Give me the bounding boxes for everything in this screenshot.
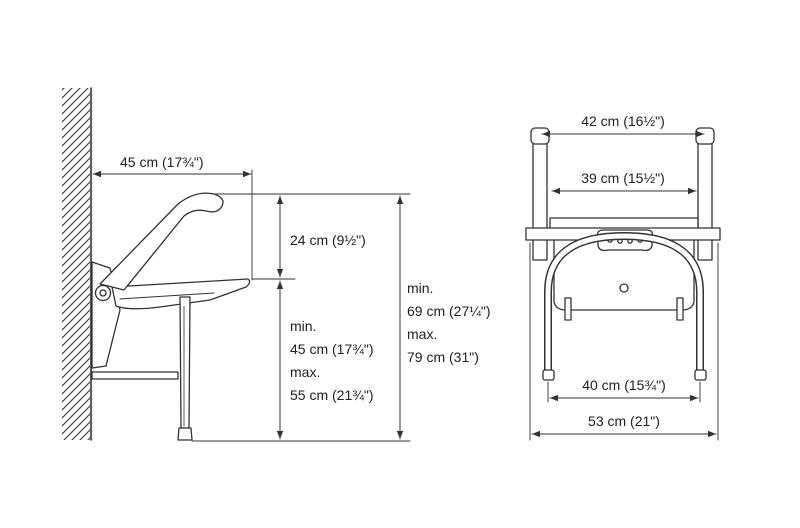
left-foot [542,369,555,381]
left-armrest-post [532,139,548,261]
total-height-min-value: 69 cm (27¼") [407,303,491,319]
seat-height-min-label: min. [290,318,316,334]
side-seat [111,278,251,310]
side-armrest [99,192,224,291]
side-foot [177,427,193,441]
hinge-inner [99,289,107,297]
right-armrest-cap [695,127,715,145]
seat-height-max-value: 55 cm (21¾") [290,387,374,403]
total-height-min-label: min. [407,280,433,296]
total-height-max-value: 79 cm (31") [407,349,479,365]
seat-drain-hole [619,283,629,293]
front-view-labels: 42 cm (16½") 39 cm (15½") 40 cm (15¾") 5… [581,113,666,429]
side-view-labels: 45 cm (17¾") 24 cm (9½") min. 45 cm (17¾… [120,154,491,403]
support-bar [91,371,179,380]
armrest-height-label: 24 cm (9½") [290,232,366,248]
seat-height-max-label: max. [290,364,320,380]
overall-width-label: 53 cm (21") [588,413,660,429]
hinge-outer [94,284,112,302]
seat-edge [119,292,215,300]
seat-height-min-value: 45 cm (17¾") [290,341,374,357]
front-view [525,127,721,441]
side-leg [179,296,191,429]
leg-span-label: 40 cm (15¾") [582,377,666,393]
side-view [62,87,411,442]
left-armrest-cap [530,127,550,145]
right-foot [694,369,707,381]
total-height-max-label: max. [407,326,437,342]
seat-width-label: 39 cm (15½") [581,170,665,186]
wall-hatching [62,88,90,440]
armrest-width-label: 42 cm (16½") [581,113,665,129]
seat-depth-label: 45 cm (17¾") [120,154,204,170]
right-armrest-post [697,139,713,261]
